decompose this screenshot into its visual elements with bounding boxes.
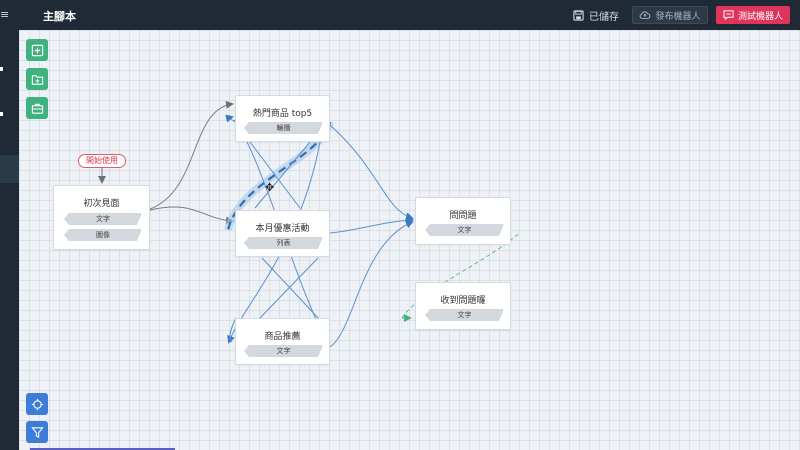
add-node-button[interactable] [26,39,48,61]
test-bot-label: 測試機器人 [737,11,783,22]
saved-label: 已儲存 [589,11,619,23]
start-trigger[interactable]: 開始使用 [78,154,126,168]
node-hot-products[interactable]: 熱門商品 top5 輪播 [235,95,330,142]
menu-icon[interactable]: ≡ [0,8,10,21]
node-title: 問問題 [449,211,477,221]
node-chip-text[interactable]: 文字 [425,309,504,321]
node-chip-image[interactable]: 圖像 [64,229,142,241]
node-recommend[interactable]: 商品推薦 文字 [235,318,330,365]
saved-status: 已儲存 [573,7,619,23]
locate-button[interactable] [26,393,48,415]
node-title: 本月優惠活動 [255,224,310,234]
sidebar-active-band[interactable] [0,155,19,183]
cloud-upload-icon [640,11,651,19]
node-first-visit[interactable]: 初次見面 文字 圖像 [53,185,150,250]
filter-button[interactable] [26,421,48,443]
script-title: 主腳本 [43,10,76,23]
add-folder-button[interactable] [26,68,48,90]
node-chip-carousel[interactable]: 輪播 [244,122,323,134]
toolbox-button[interactable] [26,97,48,119]
flow-canvas[interactable] [19,30,800,450]
sidebar-marker [0,112,3,116]
publish-bot-button[interactable]: 發布機器人 [632,6,708,24]
save-icon [573,9,584,21]
left-sidebar-strip [0,30,19,450]
node-question[interactable]: 問問題 文字 [415,197,511,245]
locate-icon [31,398,43,410]
node-monthly-offer[interactable]: 本月優惠活動 列表 [235,210,330,257]
node-chip-text[interactable]: 文字 [425,224,504,236]
chat-icon [723,10,734,20]
scroll-indicator[interactable] [30,448,175,450]
node-title: 熱門商品 top5 [252,109,313,119]
sidebar-marker [0,67,3,71]
node-title: 收到問題囉 [440,296,486,306]
test-bot-button[interactable]: 測試機器人 [716,6,790,24]
node-chip-text[interactable]: 文字 [244,345,323,357]
node-title: 商品推薦 [264,332,301,342]
node-title: 初次見面 [83,199,120,209]
toolbox-icon [31,103,43,114]
top-bar: ≡ 主腳本 已儲存 發布機器人 測試機器人 [0,0,800,30]
node-chip-list[interactable]: 列表 [244,237,323,249]
publish-bot-label: 發布機器人 [655,11,701,22]
node-chip-text[interactable]: 文字 [64,213,142,225]
move-cursor-icon: ✥ [265,181,275,194]
node-received[interactable]: 收到問題囉 文字 [415,282,511,330]
add-folder-icon [31,74,43,85]
add-node-icon [31,44,43,56]
filter-icon [30,426,44,438]
